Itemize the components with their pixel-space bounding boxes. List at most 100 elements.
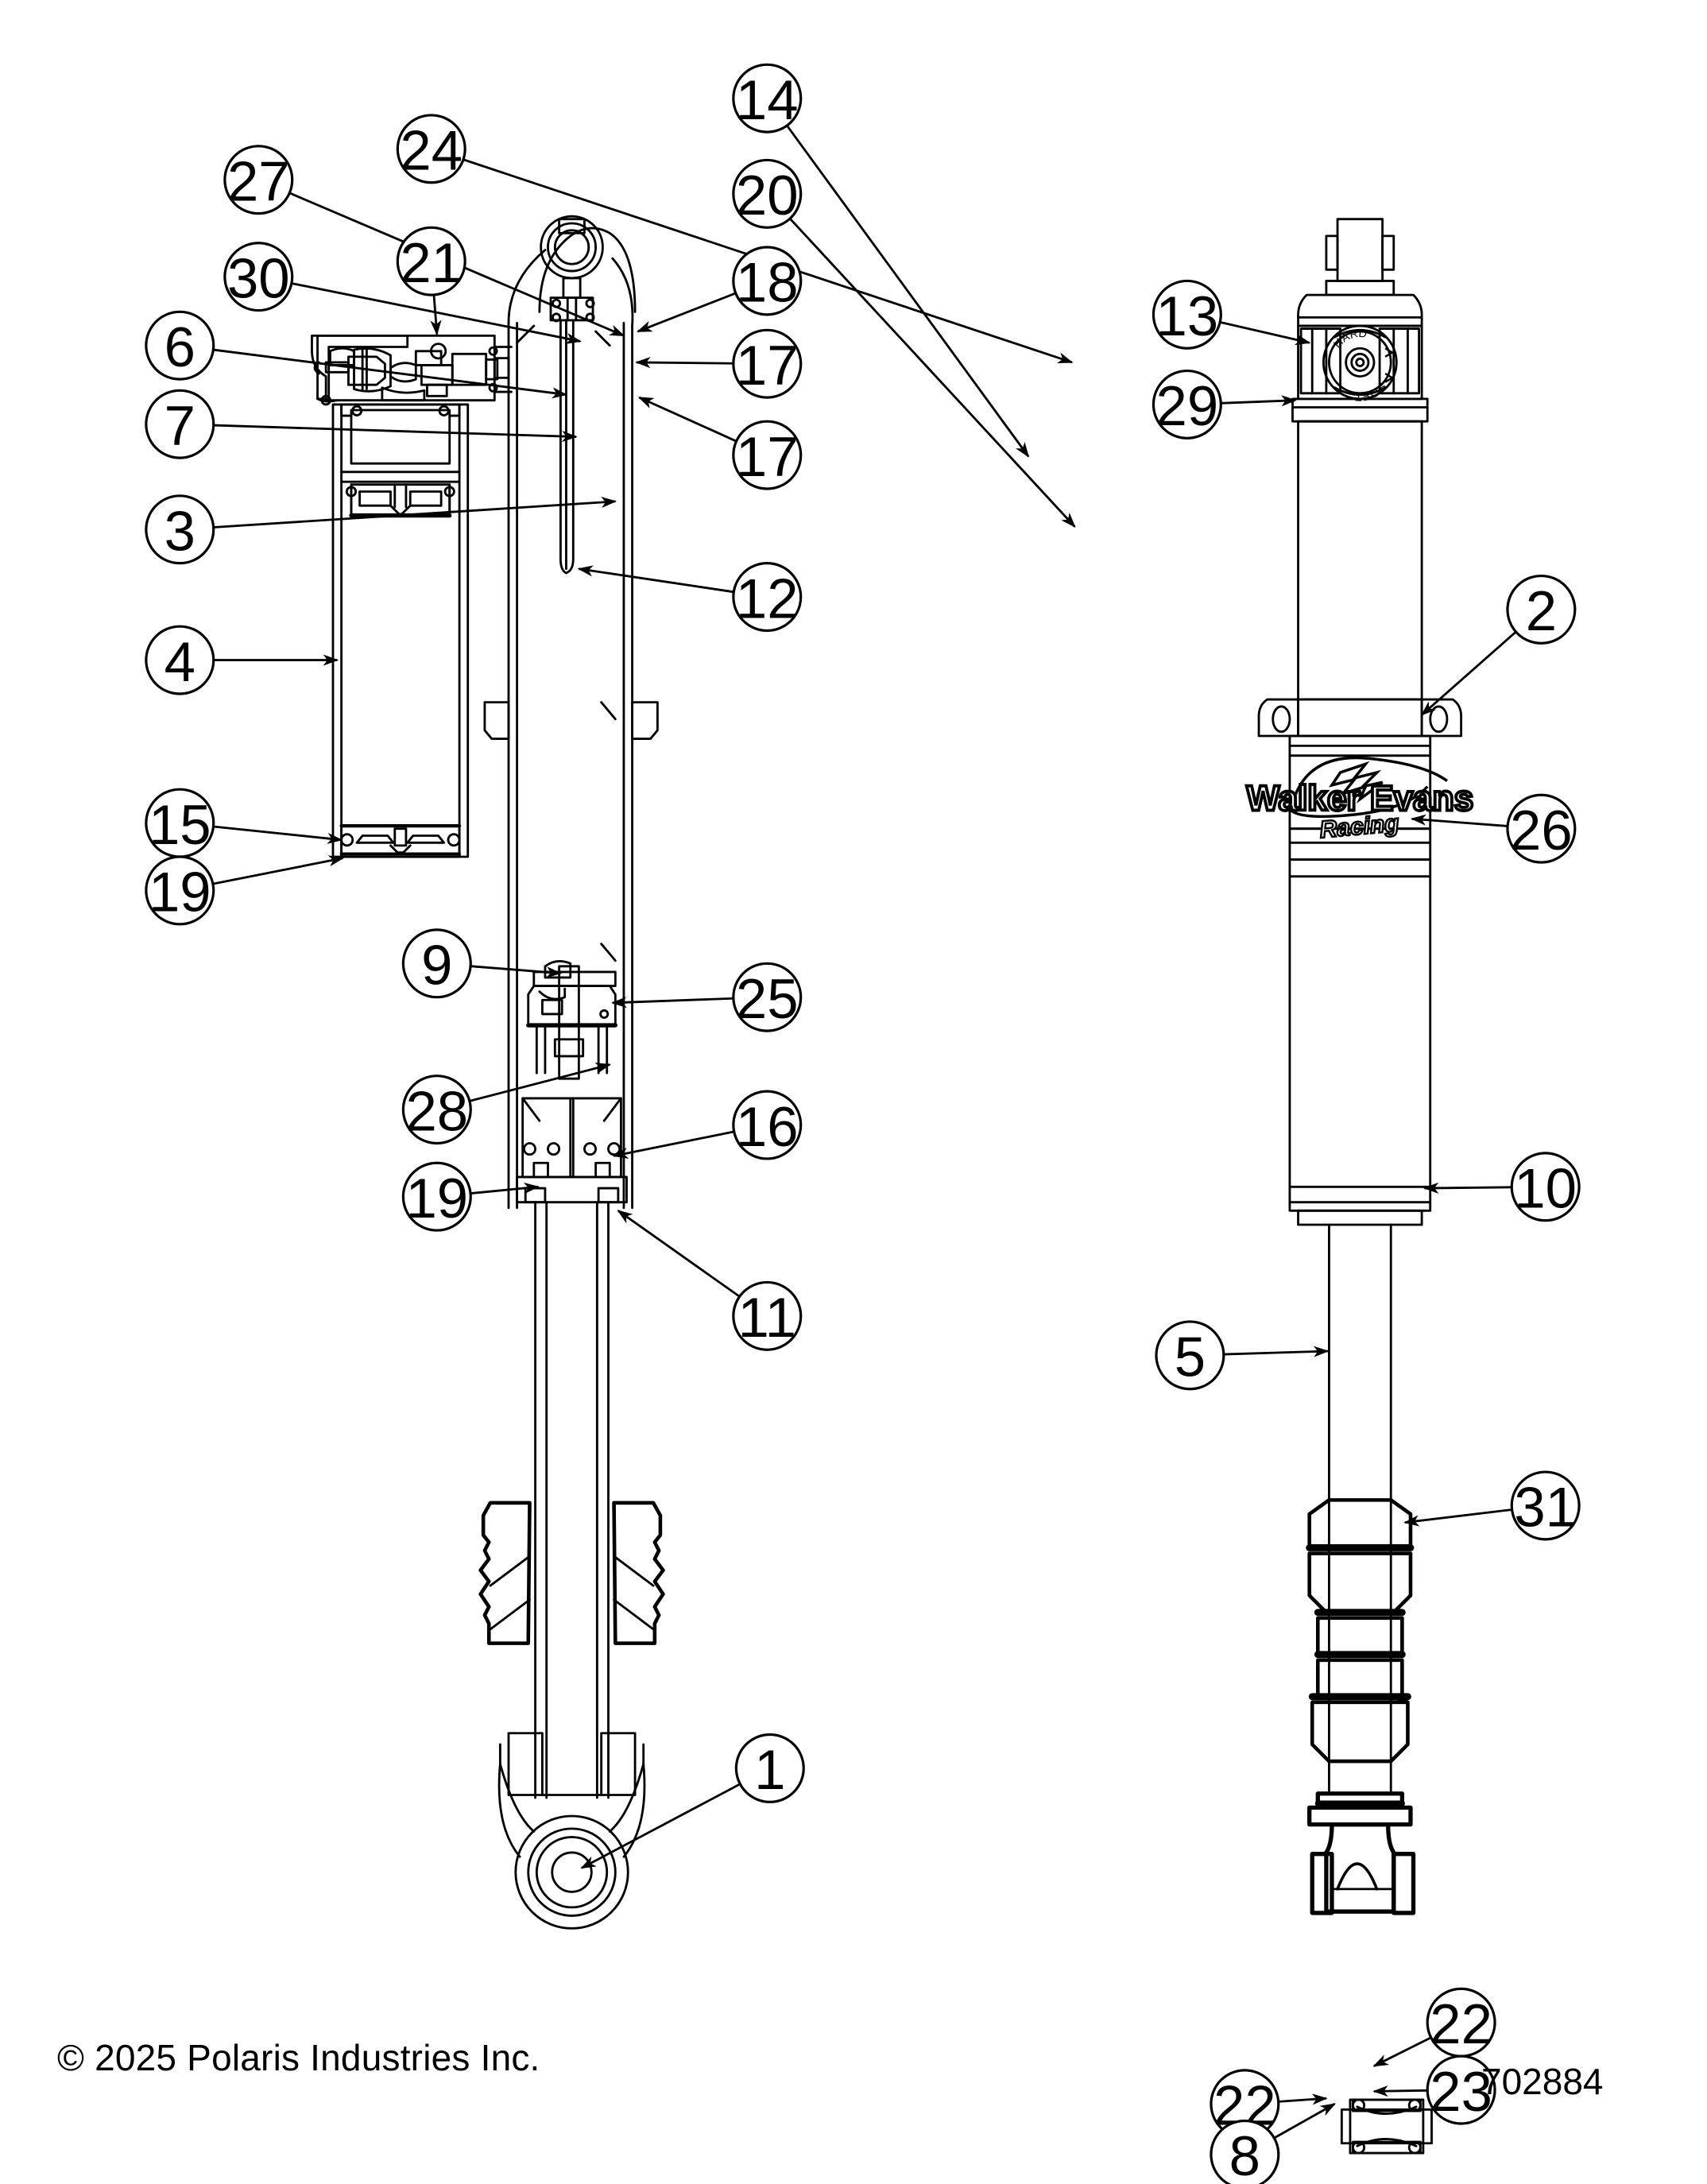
right-shock-cylinder <box>1257 420 1463 1226</box>
part-number-label: 702884 <box>1481 2061 1604 2102</box>
callout-balloon-1[interactable] <box>734 1733 805 1803</box>
callout-balloon-11[interactable] <box>732 1280 803 1351</box>
callout-number-18: 18 <box>736 251 799 314</box>
callout-leader-line <box>617 1210 741 1298</box>
callout-balloon-3[interactable] <box>145 494 215 565</box>
callout-number-1: 1 <box>754 1738 785 1801</box>
callout-balloon-12[interactable] <box>732 562 803 633</box>
callout-number-23: 23 <box>1430 2060 1492 2123</box>
callout-leader-line <box>577 565 734 594</box>
callout-leader-line <box>469 1063 611 1102</box>
callout-balloon-23[interactable] <box>1426 2054 1496 2125</box>
callout-balloon-9[interactable] <box>401 928 472 999</box>
callout-balloon-2[interactable] <box>1506 574 1577 645</box>
callout-leader-line <box>212 855 345 885</box>
callout-leader-line <box>636 292 737 333</box>
callout-balloon-6[interactable] <box>145 310 215 381</box>
callout-balloon-4[interactable] <box>145 625 215 695</box>
callout-number-26: 26 <box>1510 799 1573 862</box>
callout-number-19: 19 <box>149 861 211 924</box>
callout-leader-line <box>1403 1508 1512 1527</box>
callout-balloon-30[interactable] <box>223 242 294 312</box>
callout-balloon-17[interactable] <box>732 420 803 490</box>
callout-number-10: 10 <box>1514 1157 1577 1220</box>
callout-number-4: 4 <box>165 630 195 693</box>
callout-leader-line <box>213 825 343 844</box>
callout-balloon-28[interactable] <box>401 1075 472 1145</box>
bearing-detail <box>1340 2098 1433 2155</box>
callout-leader-line <box>430 294 442 336</box>
callout-number-2: 2 <box>1526 579 1557 642</box>
callout-number-16: 16 <box>736 1095 799 1158</box>
left-shock-piston-head <box>516 960 628 1204</box>
callout-balloon-17[interactable] <box>732 328 803 399</box>
callout-leader-line <box>213 348 568 399</box>
callout-leader-line <box>470 1182 540 1195</box>
callout-leader-line <box>1278 2093 1328 2105</box>
callout-balloon-31[interactable] <box>1510 1470 1581 1541</box>
callout-number-30: 30 <box>227 246 290 309</box>
callout-number-19: 19 <box>405 1167 468 1229</box>
callout-leader-line <box>612 1130 734 1159</box>
callout-number-13: 13 <box>1156 285 1219 347</box>
reservoir-head-valve-block <box>311 334 513 406</box>
callout-leader-line <box>637 396 737 443</box>
callout-leader-line <box>1422 1182 1512 1194</box>
callout-balloon-24[interactable] <box>396 114 466 184</box>
callout-number-27: 27 <box>227 149 290 212</box>
callout-balloon-13[interactable] <box>1152 279 1222 350</box>
callout-balloon-7[interactable] <box>145 389 215 459</box>
callout-number-22: 22 <box>1430 1992 1492 2055</box>
callout-balloon-19[interactable] <box>145 855 215 926</box>
callout-leader-line <box>1273 2103 1337 2139</box>
callout-leader-line <box>1372 2085 1428 2097</box>
callout-number-28: 28 <box>405 1079 468 1142</box>
logo-line1: Walker Evans <box>1246 780 1473 819</box>
callout-balloon-18[interactable] <box>732 246 803 316</box>
callout-balloon-25[interactable] <box>732 962 803 1032</box>
callout-balloon-29[interactable] <box>1152 369 1222 440</box>
reservoir-internal <box>340 403 461 518</box>
callout-number-20: 20 <box>736 164 799 227</box>
callout-leader-line <box>786 125 1030 458</box>
callout-number-29: 29 <box>1156 374 1219 437</box>
callout-number-14: 14 <box>736 68 799 131</box>
callout-number-31: 31 <box>1514 1476 1577 1539</box>
callout-leader-line <box>1221 395 1297 407</box>
callout-leader-line <box>1223 1346 1330 1357</box>
callout-balloon-26[interactable] <box>1506 793 1577 864</box>
callout-number-17: 17 <box>736 425 799 488</box>
callout-balloon-16[interactable] <box>732 1090 803 1160</box>
callout-number-11: 11 <box>738 1286 796 1349</box>
callout-number-12: 12 <box>736 567 799 629</box>
left-shock-main-tube <box>483 215 659 1210</box>
callout-balloon-8[interactable] <box>1210 2119 1280 2184</box>
callout-leader-line <box>1372 2036 1432 2067</box>
callout-leader-line <box>213 424 578 443</box>
callout-leader-line <box>789 218 1076 528</box>
callout-balloon-19[interactable] <box>401 1161 472 1232</box>
callout-balloon-27[interactable] <box>223 145 294 215</box>
callout-leader-line <box>1410 814 1508 827</box>
left-shock-shaft <box>478 1201 665 1930</box>
callout-balloon-10[interactable] <box>1510 1152 1581 1222</box>
callout-leader-line <box>213 496 617 529</box>
callout-balloon-21[interactable] <box>396 226 466 296</box>
callout-balloon-20[interactable] <box>732 158 803 229</box>
callout-balloon-14[interactable] <box>732 63 803 134</box>
callout-leader-line <box>635 357 734 369</box>
callout-leader-line <box>580 1783 741 1869</box>
callout-number-25: 25 <box>736 967 799 1030</box>
callout-leader-line <box>470 965 563 978</box>
callout-balloon-5[interactable] <box>1155 1320 1225 1391</box>
callout-number-9: 9 <box>421 934 452 997</box>
callout-number-7: 7 <box>165 394 195 457</box>
callout-leader-line <box>611 997 734 1009</box>
callout-number-24: 24 <box>400 119 463 182</box>
copyright-notice: © 2025 Polaris Industries Inc. <box>57 2037 540 2078</box>
callout-number-21: 21 <box>400 231 463 294</box>
